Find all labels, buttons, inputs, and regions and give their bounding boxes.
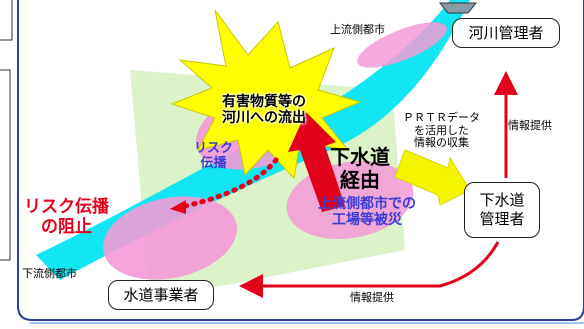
panel-frame [17,0,584,321]
water-utility-box[interactable]: 水道事業者 [108,280,214,310]
downstream-city-label: 下流側都市 [22,267,77,280]
info-arrow-to-water-utility [239,241,500,298]
sewer-admin-box[interactable]: 下水道 管理者 [464,182,540,238]
risk-spread-label: リスク 伝播 [194,141,234,171]
river-admin-label: 河川管理者 [468,23,544,42]
upstream-city-shape [357,22,447,68]
red-arrow-up [288,112,345,212]
prtr-info-label: ＰＲＴＲデータ を活用した 情報の収集 [403,111,480,150]
factory-disaster-label: 上流側都市での 工場等被災 [318,196,416,229]
info-provide-top-label: 情報提供 [508,119,552,132]
harmful-spill-label: 有害物質等の 河川への流出 [222,94,306,126]
left-panel-edge-2 [0,69,11,261]
stop-spread-label: リスク伝播 の阻止 [24,197,109,237]
harmful-spill-text: 有害物質等の 河川への流出 [222,94,306,127]
sewer-admin-label: 下水道 管理者 [479,191,525,228]
via-sewer-label: 下水道 経由 [330,145,390,192]
intake-icon [438,2,478,14]
risk-spread-head [170,200,186,214]
yellow-arrow [394,149,471,206]
upstream-city-label: 上流側都市 [330,23,385,36]
water-utility-label: 水道事業者 [123,285,199,304]
river-admin-box[interactable]: 河川管理者 [452,18,560,48]
info-provide-bottom-label: 情報提供 [350,291,394,304]
left-panel-edge [0,0,13,41]
downstream-city-shape [102,196,238,280]
risk-spread-path [182,157,279,209]
